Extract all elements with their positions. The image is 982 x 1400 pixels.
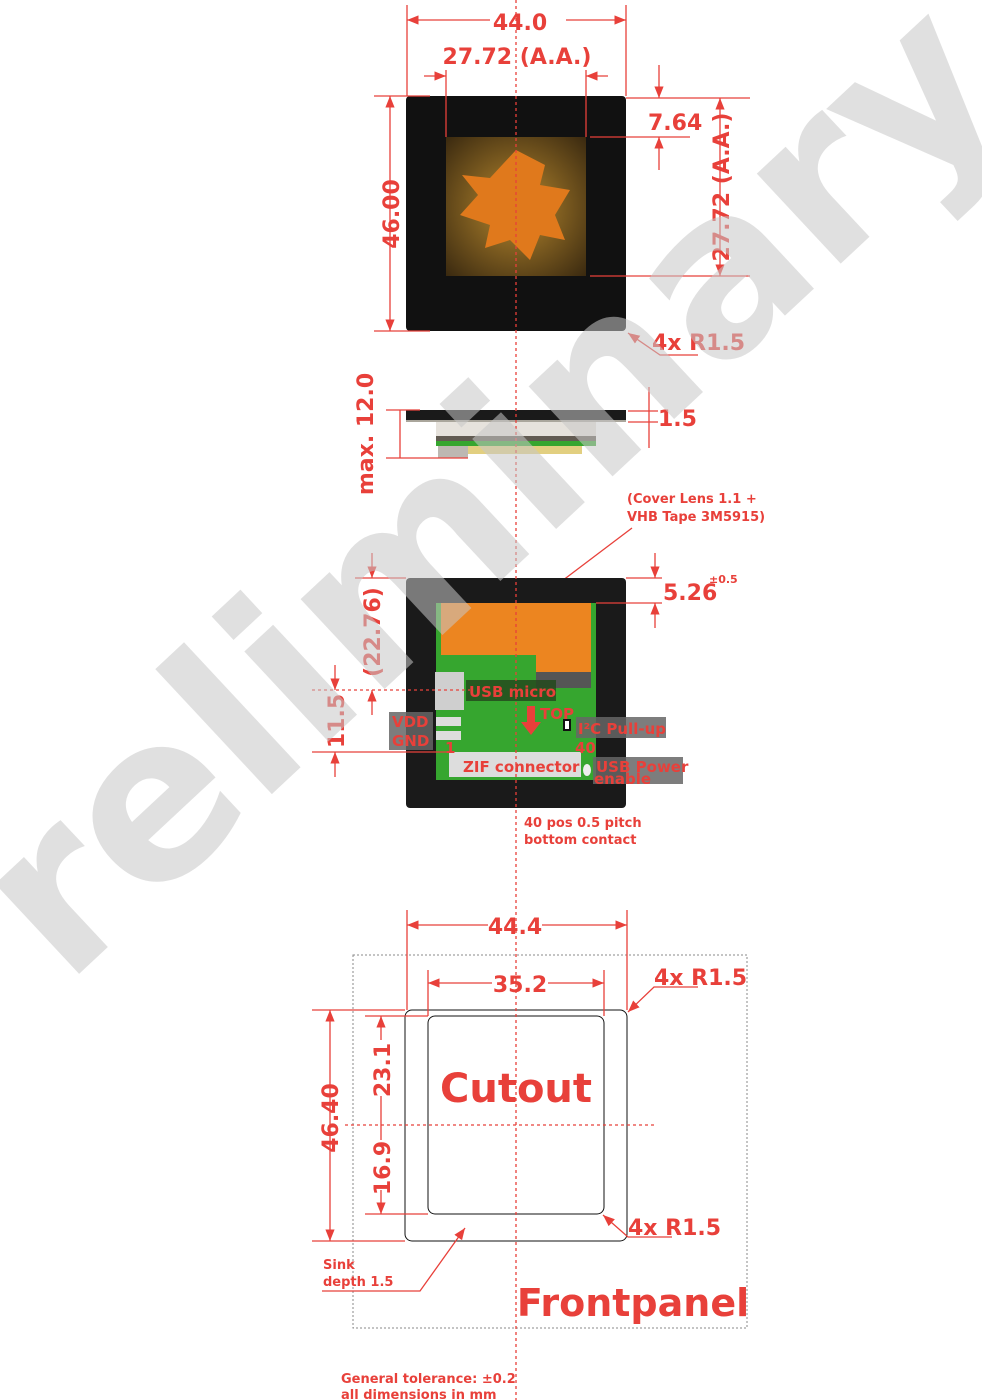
zif-connector (449, 752, 581, 777)
components-layer (468, 446, 582, 454)
active-area-width-dimension: 27.72 (A.A.) (443, 45, 592, 70)
max-height-dimension: max. 12.0 (354, 373, 379, 495)
zif-label: ZIF connector (463, 758, 580, 776)
label-bg (370, 1040, 392, 1096)
units-note: all dimensions in mm (341, 1388, 497, 1400)
side-view: max. 12.0 1.5 (Cover Lens 1.1 + VHB Tape… (354, 373, 765, 591)
cutout-width-dimension: 35.2 (493, 973, 547, 998)
usb-offset-dimension: 11.5 (325, 694, 350, 748)
usb-power-label: enable (594, 770, 651, 788)
offset-dimension: 7.64 (648, 111, 702, 136)
reference-height-dimension: (22.76) (361, 587, 386, 677)
label-bg (593, 757, 683, 784)
connector-layer (438, 446, 468, 458)
tolerance-note: General tolerance: ±0.2 (341, 1372, 516, 1387)
outer-height-dimension: 46.40 (319, 1083, 344, 1153)
vdd-pad (436, 717, 461, 726)
top-view: 44.0 27.72 (A.A.) 46.00 7.64 27.72 (A.A.… (374, 5, 750, 356)
sink-note: depth 1.5 (323, 1275, 393, 1290)
usb-power-label: USB Power (596, 758, 689, 776)
pcb-layer (436, 441, 596, 446)
usb-micro-label: USB micro (469, 683, 556, 701)
inner-radius-label: 4x R1.5 (628, 1216, 721, 1241)
offset-dimension: 5.26 (663, 581, 717, 606)
sink-note: Sink (323, 1258, 355, 1273)
zif-note: 40 pos 0.5 pitch (524, 816, 642, 831)
active-area-height-dimension: 27.72 (A.A.) (710, 113, 735, 262)
front-panel-outline (352, 954, 748, 1329)
vdd-label: VDD (392, 713, 429, 731)
gnd-label: GND (392, 732, 429, 750)
label-bg (389, 712, 433, 750)
corner-radius-label: 4x R1.5 (652, 331, 745, 356)
i2c-pullup-label: I²C Pull-up (578, 720, 666, 738)
usb-power-jumper (583, 764, 591, 776)
label-bg (466, 680, 556, 701)
top-label: TOP (540, 705, 574, 723)
gnd-pad (436, 731, 461, 740)
lens-note: VHB Tape 3M5915) (627, 510, 765, 525)
lower-height-dimension: 16.9 (371, 1141, 396, 1195)
bottom-view: USB micro TOP VDD GND 1 I²C Pull-up 40 Z… (312, 553, 738, 848)
offset-tolerance: ±0.5 (709, 573, 738, 586)
leaf-image (460, 150, 570, 260)
height-dimension: 46.00 (380, 179, 405, 249)
pin40-label: 40 (575, 739, 596, 757)
front-panel-title: Frontpanel (517, 1281, 749, 1325)
label-bg (576, 717, 666, 738)
front-panel-view: 44.4 35.2 46.40 23.1 16.9 Cutout 4x R1.5… (312, 910, 749, 1329)
lens-note: (Cover Lens 1.1 + (627, 492, 757, 507)
outer-width-dimension: 44.4 (488, 915, 542, 940)
i2c-jumper (563, 719, 571, 731)
top-arrow-icon (521, 706, 541, 735)
pin1-label: 1 (445, 739, 455, 757)
lens-thickness-dimension: 1.5 (658, 407, 697, 432)
width-dimension: 44.0 (493, 11, 547, 36)
outer-radius-label: 4x R1.5 (654, 966, 747, 991)
label-bg (370, 1140, 392, 1190)
zif-note: bottom contact (524, 833, 636, 848)
usb-micro-connector (435, 672, 464, 710)
upper-height-dimension: 23.1 (371, 1043, 396, 1097)
